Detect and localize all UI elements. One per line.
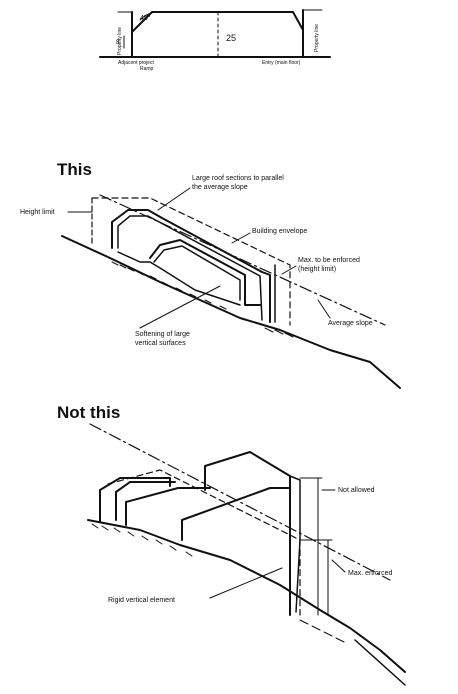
this-heading: This <box>57 160 92 179</box>
not-this-max-leader <box>331 559 346 573</box>
not-this-tall-side <box>289 475 301 613</box>
this-roof-leader <box>157 187 191 211</box>
not-this-max-enforced-label: Max. enforced <box>348 570 392 577</box>
this-height-limit-label: Height limit <box>20 209 55 216</box>
this-roof-label-2: the average slope <box>192 184 248 191</box>
top-bottom-right-label: Entry (main floor) <box>262 60 301 66</box>
not-this-ground-hatch <box>91 523 345 643</box>
not-this-heading: Not this <box>57 403 120 422</box>
this-max-label-2: (height limit) <box>298 266 336 273</box>
top-left-vertical-label: Property line <box>117 27 123 55</box>
this-upper-roof-inner <box>117 215 263 321</box>
this-envelope-leader <box>231 232 251 244</box>
top-section-diagram: 45° 8' 25 Property line Property line Ad… <box>99 9 331 72</box>
not-this-rigid-leader <box>209 567 283 599</box>
not-this-tall-bldg <box>204 451 291 616</box>
this-section-diagram: This Height limit Large roof sections to… <box>20 160 401 389</box>
not-this-rigid-label: Rigid vertical element <box>108 597 175 604</box>
not-this-not-allowed-label: Not allowed <box>338 487 375 494</box>
this-softening-label-2: vertical surfaces <box>135 340 186 347</box>
this-avg-slope-leader <box>317 299 331 319</box>
not-this-bldg-1-inner <box>115 481 176 521</box>
this-softening-leader <box>139 285 221 329</box>
top-bottom-left-label-2: Ramp <box>140 66 154 72</box>
top-dimension-label: 25 <box>226 33 236 43</box>
top-bottom-left-label: Adjacent project <box>118 60 154 66</box>
this-upper-roof <box>111 209 271 323</box>
not-this-ground-lower <box>354 639 406 686</box>
this-ground-slope <box>61 235 401 389</box>
not-this-bldg-3 <box>181 487 291 541</box>
this-ground-hatch <box>111 261 294 338</box>
this-roof-label-1: Large roof sections to parallel <box>192 175 284 182</box>
top-right-vertical-label: Property line <box>314 24 320 52</box>
this-lower-roof <box>149 239 261 306</box>
not-this-section-diagram: Not this Not allowed Max. enforced Rigid <box>57 403 406 686</box>
not-this-bldg-2 <box>125 487 211 526</box>
not-this-envelope-line <box>107 469 301 616</box>
this-max-leader <box>281 265 297 275</box>
not-this-ground-slope <box>87 519 406 673</box>
this-avg-slope-label: Average slope <box>328 320 373 327</box>
this-envelope-line <box>91 197 291 326</box>
this-lower-roof-inner <box>153 245 241 301</box>
this-building-base <box>117 251 241 306</box>
this-max-label-1: Max. to be enforced <box>298 257 360 264</box>
top-height-label: 8' <box>116 40 120 46</box>
this-envelope-label: Building envelope <box>252 228 307 235</box>
top-angle-arc <box>139 12 153 21</box>
top-angle-label: 45° <box>140 14 151 22</box>
not-this-average-slope-line <box>89 423 391 581</box>
top-envelope-outline <box>131 11 304 58</box>
this-softening-label-1: Softening of large <box>135 331 190 338</box>
